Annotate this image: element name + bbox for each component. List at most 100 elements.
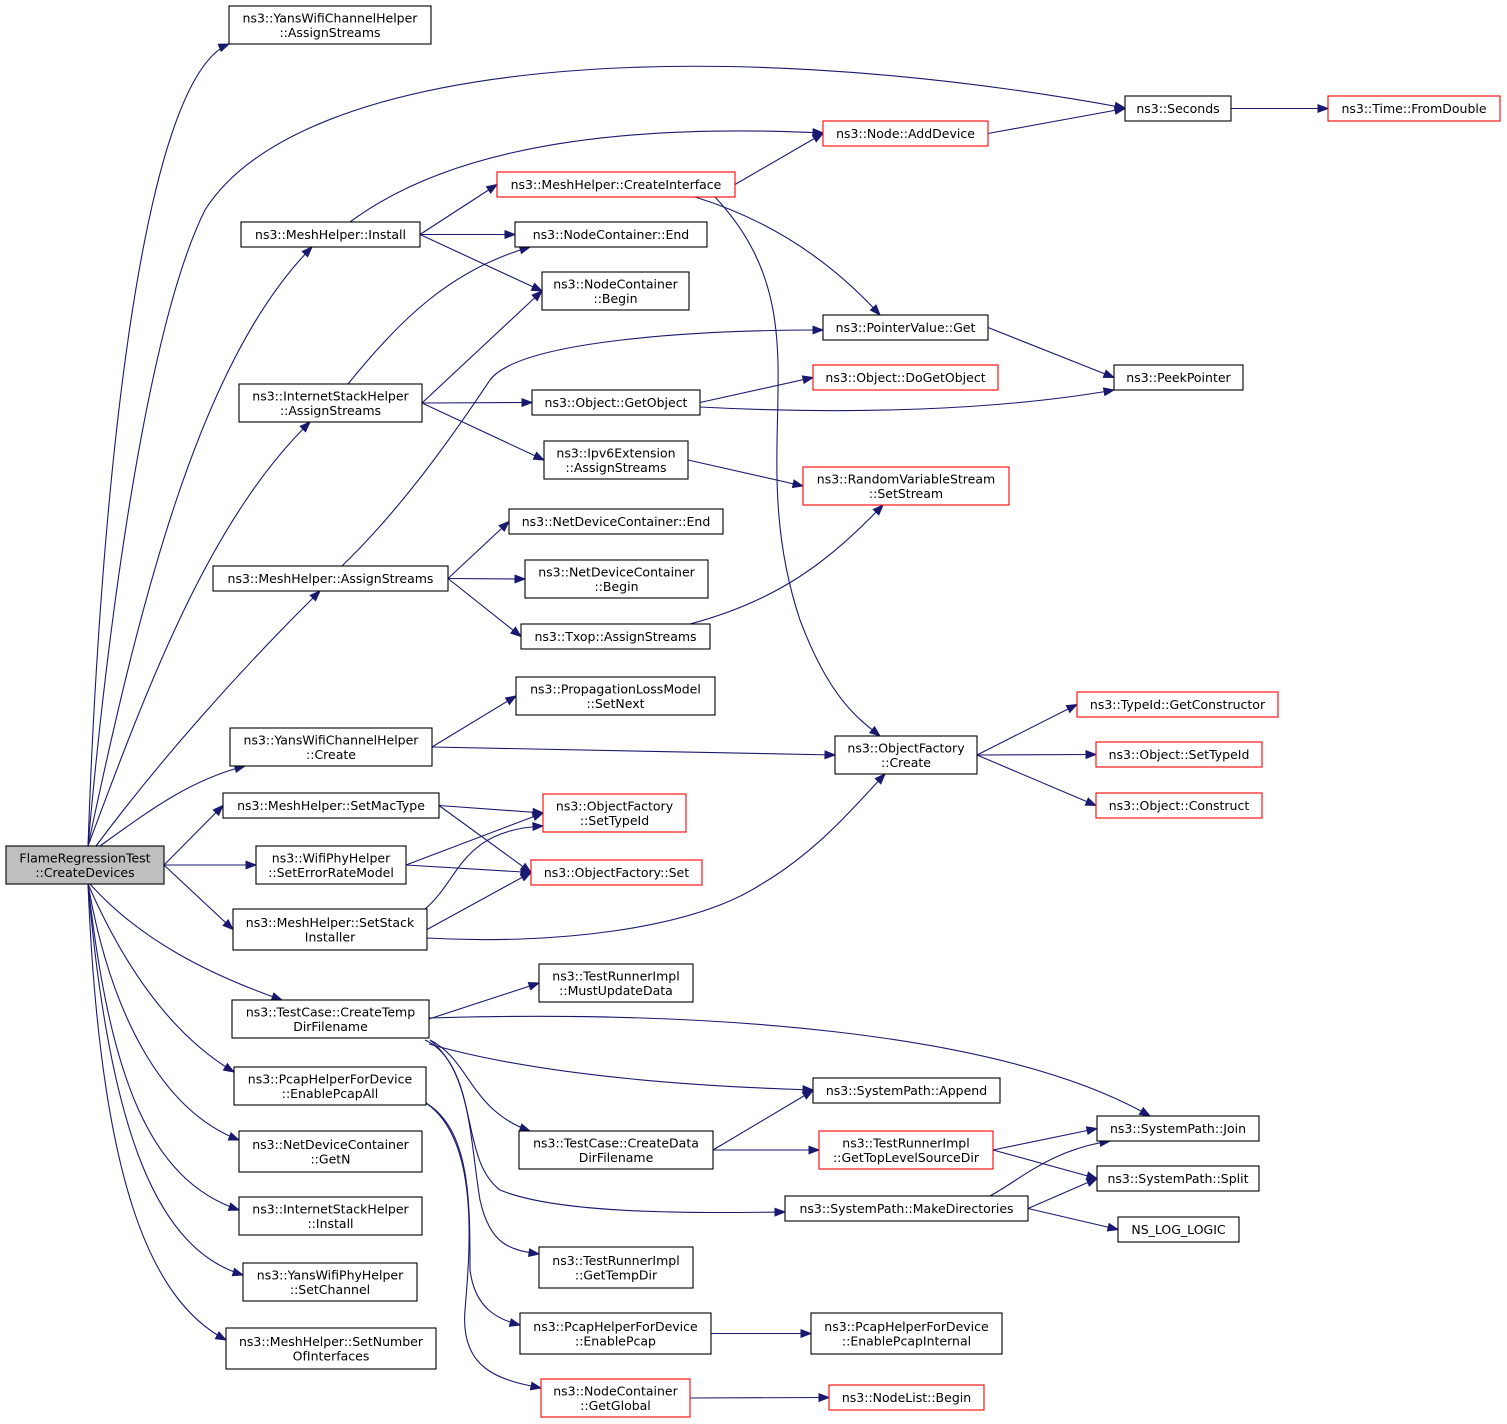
edge-root-to-yansphy_setchannel bbox=[87, 883, 244, 1276]
node-box-sp_join bbox=[1096, 1115, 1260, 1142]
edge-mesh_createif-to-of_create bbox=[714, 196, 881, 737]
node-obj_construct[interactable]: ns3::Object::Construct bbox=[1095, 792, 1263, 819]
node-ipv6_assign[interactable]: ns3::Ipv6Extension::AssignStreams bbox=[543, 440, 689, 480]
edge-root-to-inet_assign bbox=[87, 421, 311, 847]
node-label-obj_construct-line0: ns3::Object::Construct bbox=[1109, 798, 1250, 813]
node-nc_end[interactable]: ns3::NodeContainer::End bbox=[514, 221, 708, 248]
node-box-tc_createtemp bbox=[231, 999, 430, 1039]
node-peekpointer[interactable]: ns3::PeekPointer bbox=[1113, 364, 1244, 391]
node-yans_assign[interactable]: ns3::YansWifiChannelHelper::AssignStream… bbox=[228, 5, 432, 45]
arrowhead-of_create-to-obj_construct bbox=[1084, 797, 1098, 807]
node-label-mesh_assign-line0: ns3::MeshHelper::AssignStreams bbox=[228, 571, 434, 586]
node-rvs_setstream[interactable]: ns3::RandomVariableStream::SetStream bbox=[802, 466, 1010, 506]
node-label-seconds-line0: ns3::Seconds bbox=[1136, 101, 1219, 116]
edge-tri_gettoplevel-to-sp_split bbox=[992, 1149, 1098, 1180]
node-sp_makedirs[interactable]: ns3::SystemPath::MakeDirectories bbox=[784, 1195, 1029, 1222]
node-ndc_getn[interactable]: ns3::NetDeviceContainer::GetN bbox=[238, 1130, 423, 1173]
node-obj_settypeid[interactable]: ns3::Object::SetTypeId bbox=[1095, 741, 1263, 768]
node-of_set[interactable]: ns3::ObjectFactory::Set bbox=[530, 859, 703, 886]
node-txop_assign[interactable]: ns3::Txop::AssignStreams bbox=[520, 623, 711, 650]
node-box-nc_begin bbox=[541, 271, 690, 311]
node-sp_append[interactable]: ns3::SystemPath::Append bbox=[812, 1077, 1001, 1104]
arrowhead-mesh_install-to-nc_begin bbox=[530, 282, 544, 292]
node-nodelist_begin[interactable]: ns3::NodeList::Begin bbox=[828, 1384, 985, 1411]
node-prop_setnext[interactable]: ns3::PropagationLossModel::SetNext bbox=[515, 676, 716, 716]
node-ndc_begin[interactable]: ns3::NetDeviceContainer::Begin bbox=[524, 559, 709, 599]
node-box-mesh_createif bbox=[496, 171, 736, 198]
edge-mesh_setmactype-to-of_settypeid bbox=[438, 804, 544, 814]
node-box-of_set bbox=[530, 859, 703, 886]
node-label-tri_mustupdate-line1: ::MustUpdateData bbox=[559, 983, 673, 998]
edge-tc_createtemp-to-sp_join bbox=[428, 1015, 1151, 1117]
node-pcap_enable[interactable]: ns3::PcapHelperForDevice::EnablePcap bbox=[519, 1312, 712, 1355]
edge-mesh_setstack-to-of_create bbox=[426, 773, 886, 941]
node-box-wifiphy_seterr bbox=[255, 845, 407, 885]
node-label-mesh_setstack-line1: Installer bbox=[305, 929, 356, 944]
edge-root-to-pcap_enableall bbox=[87, 883, 235, 1073]
node-mesh_install[interactable]: ns3::MeshHelper::Install bbox=[240, 221, 421, 248]
node-inet_assign[interactable]: ns3::InternetStackHelper::AssignStreams bbox=[238, 383, 423, 423]
arrowhead-pcap_enableall-to-nc_getglobal bbox=[529, 1381, 543, 1391]
node-label-fromdouble-line0: ns3::Time::FromDouble bbox=[1341, 101, 1486, 116]
node-wifiphy_seterr[interactable]: ns3::WifiPhyHelper::SetErrorRateModel bbox=[255, 845, 407, 885]
node-fromdouble[interactable]: ns3::Time::FromDouble bbox=[1327, 95, 1501, 122]
node-tri_gettempdir[interactable]: ns3::TestRunnerImpl::GetTempDir bbox=[538, 1246, 694, 1289]
node-box-obj_construct bbox=[1095, 792, 1263, 819]
node-label-yansphy_setchannel-line0: ns3::YansWifiPhyHelper bbox=[257, 1267, 404, 1282]
node-label-pcap_enable-line1: ::EnablePcap bbox=[575, 1333, 656, 1348]
node-box-ns_log_logic bbox=[1117, 1216, 1240, 1243]
node-obj_dogetobject[interactable]: ns3::Object::DoGetObject bbox=[812, 364, 999, 391]
edge-tc_createtemp-to-tri_mustupdate bbox=[428, 982, 540, 1020]
node-mesh_setmactype[interactable]: ns3::MeshHelper::SetMacType bbox=[222, 792, 440, 819]
node-inet_install[interactable]: ns3::InternetStackHelper::Install bbox=[238, 1196, 423, 1236]
edge-mesh_createif-to-pointer_get bbox=[694, 196, 881, 316]
arrowhead-of_create-to-obj_settypeid bbox=[1085, 750, 1098, 760]
node-tri_gettoplevel[interactable]: ns3::TestRunnerImpl::GetTopLevelSourceDi… bbox=[818, 1130, 994, 1170]
node-seconds[interactable]: ns3::Seconds bbox=[1124, 95, 1232, 122]
node-box-prop_setnext bbox=[515, 676, 716, 716]
node-typeid_getctor[interactable]: ns3::TypeId::GetConstructor bbox=[1076, 691, 1279, 718]
edge-nc_getglobal-to-nodelist_begin bbox=[689, 1396, 830, 1399]
node-label-ndc_begin-line1: ::Begin bbox=[594, 579, 638, 594]
node-yansphy_setchannel[interactable]: ns3::YansWifiPhyHelper::SetChannel bbox=[242, 1262, 418, 1302]
arrowhead-root-to-wifiphy_seterr bbox=[245, 860, 258, 870]
edge-txop_assign-to-rvs_setstream bbox=[689, 504, 884, 625]
edge-ipv6_assign-to-rvs_setstream bbox=[687, 459, 804, 487]
node-ns_log_logic[interactable]: NS_LOG_LOGIC bbox=[1117, 1216, 1240, 1243]
node-obj_getobject[interactable]: ns3::Object::GetObject bbox=[531, 389, 701, 416]
edge-of_create-to-typeid_getctor bbox=[976, 704, 1078, 756]
node-pcap_enableinternal[interactable]: ns3::PcapHelperForDevice::EnablePcapInte… bbox=[810, 1312, 1003, 1355]
arrowhead-root-to-mesh_setstack bbox=[222, 919, 235, 931]
node-sp_split[interactable]: ns3::SystemPath::Split bbox=[1096, 1165, 1260, 1192]
node-label-obj_dogetobject-line0: ns3::Object::DoGetObject bbox=[825, 370, 985, 385]
arrowhead-inet_assign-to-obj_getobject bbox=[521, 398, 534, 408]
arrowhead-root-to-ndc_getn bbox=[227, 1132, 241, 1141]
node-tri_mustupdate[interactable]: ns3::TestRunnerImpl::MustUpdateData bbox=[538, 963, 694, 1003]
node-nc_getglobal[interactable]: ns3::NodeContainer::GetGlobal bbox=[540, 1378, 691, 1418]
node-label-pointer_get-line0: ns3::PointerValue::Get bbox=[836, 320, 976, 335]
node-yans_create[interactable]: ns3::YansWifiChannelHelper::Create bbox=[229, 727, 433, 767]
node-pcap_enableall[interactable]: ns3::PcapHelperForDevice::EnablePcapAll bbox=[233, 1066, 427, 1106]
node-box-of_settypeid bbox=[542, 793, 687, 833]
node-of_settypeid[interactable]: ns3::ObjectFactory::SetTypeId bbox=[542, 793, 687, 833]
edge-sp_makedirs-to-ns_log_logic bbox=[1027, 1207, 1119, 1231]
node-label-ns_log_logic-line0: NS_LOG_LOGIC bbox=[1131, 1222, 1226, 1237]
arrowhead-root-to-yansphy_setchannel bbox=[231, 1267, 245, 1277]
node-sp_join[interactable]: ns3::SystemPath::Join bbox=[1096, 1115, 1260, 1142]
edge-root-to-tc_createtemp bbox=[89, 883, 283, 1001]
node-mesh_assign[interactable]: ns3::MeshHelper::AssignStreams bbox=[212, 565, 449, 592]
node-ndc_end[interactable]: ns3::NetDeviceContainer::End bbox=[508, 508, 724, 535]
node-pointer_get[interactable]: ns3::PointerValue::Get bbox=[822, 314, 989, 341]
edge-mesh_assign-to-ndc_begin bbox=[447, 577, 526, 580]
node-mesh_createif[interactable]: ns3::MeshHelper::CreateInterface bbox=[496, 171, 736, 198]
node-nc_begin[interactable]: ns3::NodeContainer::Begin bbox=[541, 271, 690, 311]
node-node_adddevice[interactable]: ns3::Node::AddDevice bbox=[822, 120, 989, 147]
node-box-pcap_enableall bbox=[233, 1066, 427, 1106]
node-label-of_create-line1: ::Create bbox=[881, 755, 931, 770]
node-label-root-line1: ::CreateDevices bbox=[35, 865, 134, 880]
node-of_create[interactable]: ns3::ObjectFactory::Create bbox=[834, 735, 978, 775]
